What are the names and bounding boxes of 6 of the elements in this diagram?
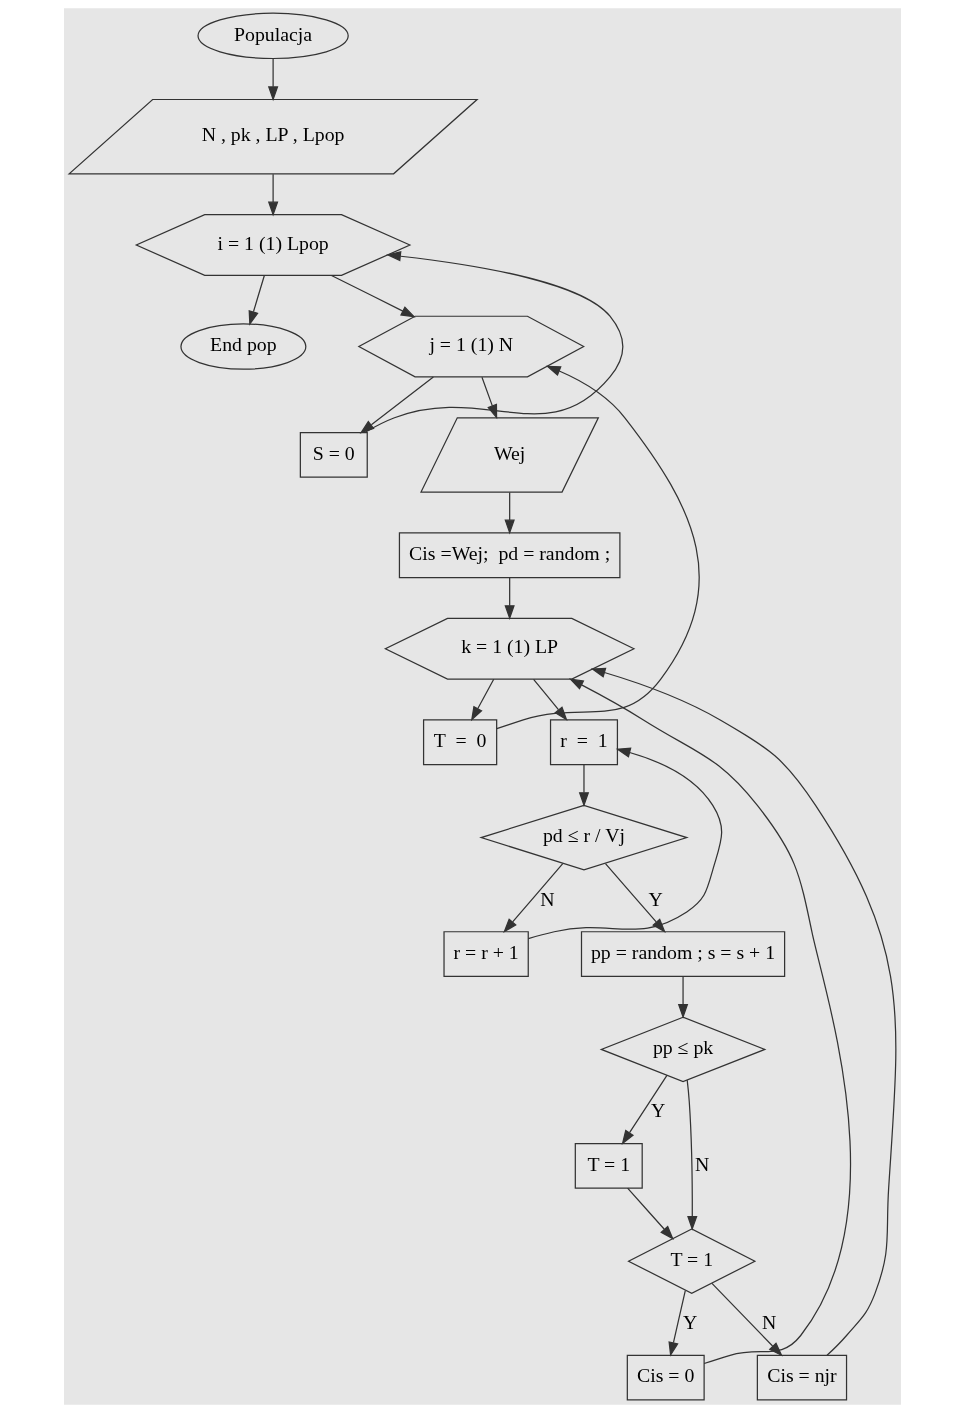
edge-label: N bbox=[540, 887, 555, 910]
edge-label: Y bbox=[683, 1311, 697, 1334]
edge-label: N bbox=[761, 1311, 777, 1334]
edge-label: N bbox=[695, 1152, 710, 1175]
edge-label: Y bbox=[650, 1099, 665, 1122]
edge-label: Y bbox=[648, 887, 662, 910]
